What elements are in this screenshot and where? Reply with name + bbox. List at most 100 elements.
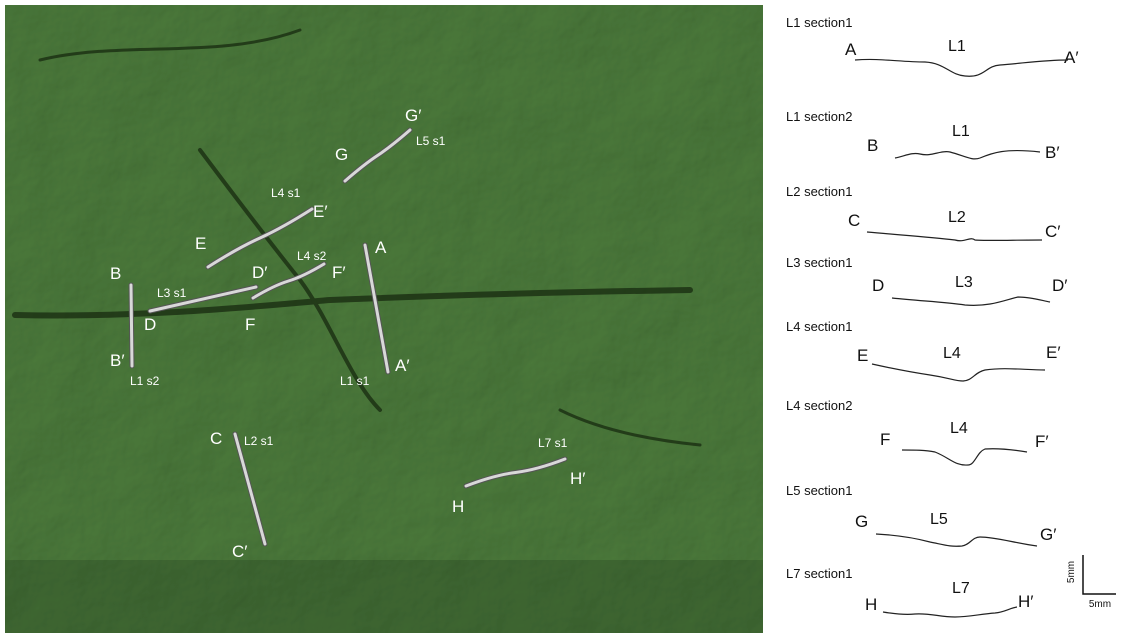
profile-title: L4 section1: [786, 319, 853, 334]
section-id-label: L1 s1: [340, 374, 370, 388]
section-start-label: F: [245, 315, 255, 334]
profile-title: L1 section2: [786, 109, 853, 124]
section-line: [206, 207, 314, 269]
profile-left-label: H: [865, 595, 877, 614]
marker-l1-s2: B B′ L1 s2: [110, 264, 160, 388]
vignette: [5, 560, 763, 633]
profile-title: L2 section1: [786, 184, 853, 199]
section-id-label: L3 s1: [157, 286, 187, 300]
section-end-label: B′: [110, 351, 125, 370]
section-end-label: D′: [252, 263, 267, 282]
section-id-label: L7 s1: [538, 436, 568, 450]
profile-title: L4 section2: [786, 398, 853, 413]
scale-bar-horizontal-label: 5mm: [1089, 599, 1111, 610]
profile-center-label: L1: [952, 123, 970, 140]
section-end-label: A′: [395, 356, 410, 375]
profile-left-label: G: [855, 512, 868, 531]
profile-left-label: A: [845, 40, 857, 59]
section-id-label: L5 s1: [416, 134, 446, 148]
marker-l3-s1: DD′L3 s1: [144, 263, 267, 334]
profile-center-label: L1: [948, 38, 966, 55]
scale-bar: 5mm 5mm: [1066, 555, 1116, 610]
groove-top: [38, 28, 302, 62]
section-line: [464, 457, 567, 488]
profile-left-label: D: [872, 276, 884, 295]
profile-curve: [882, 606, 1018, 618]
marker-l2-s1: C C′ L2 s1: [210, 429, 274, 561]
section-start-label: B: [110, 264, 121, 283]
section-id-label: L1 s2: [130, 374, 160, 388]
groove-diagonal: [198, 148, 382, 412]
profile-left-label: E: [857, 346, 868, 365]
section-line: [251, 262, 326, 300]
profile-curve: [875, 533, 1038, 547]
section-start-label: A: [375, 238, 387, 257]
profile-left-label: C: [848, 211, 860, 230]
profile-right-label: A′: [1064, 48, 1079, 67]
profile-right-label: B′: [1045, 143, 1060, 162]
section-id-label: L2 s1: [244, 434, 274, 448]
profile-right-label: H′: [1018, 592, 1033, 611]
marker-l7-s1: H H′ L7 s1: [452, 436, 585, 516]
section-end-label: F′: [332, 263, 346, 282]
section-start-label: H: [452, 497, 464, 516]
profile-curve: [894, 149, 1041, 160]
profile-right-label: F′: [1035, 432, 1049, 451]
marker-l4-s1: EE′L4 s1: [195, 186, 328, 270]
profile-title: L7 section1: [786, 566, 853, 581]
profile-center-label: L7: [952, 580, 970, 597]
profile-curve: [891, 296, 1051, 306]
profile-curve: [854, 58, 1069, 77]
groove-lower: [558, 408, 702, 447]
section-id-label: L4 s2: [297, 249, 327, 263]
profile-center-label: L4: [950, 420, 968, 437]
profile-center-label: L3: [955, 274, 973, 291]
section-end-label: H′: [570, 469, 585, 488]
scale-bar-vertical-label: 5mm: [1066, 561, 1077, 583]
profile-title: L1 section1: [786, 15, 853, 30]
profile-right-label: E′: [1046, 343, 1061, 362]
profile-curve: [866, 231, 1043, 242]
section-line: [129, 283, 134, 368]
incised-grooves: [12, 28, 702, 447]
section-start-label: C: [210, 429, 222, 448]
section-line: [343, 128, 412, 183]
marker-l5-s1: G G′ L5 s1: [335, 106, 446, 184]
groove-horizontal: [12, 287, 693, 319]
profile-center-label: L4: [943, 345, 961, 362]
rock-surface-relief: [5, 5, 763, 633]
section-line: [233, 432, 267, 546]
profile-left-label: B: [867, 136, 878, 155]
marker-l1-s1: A A′ L1 s1: [340, 238, 410, 388]
section-start-label: G: [335, 145, 348, 164]
marker-l4-s2: F F′ L4 s2: [245, 249, 346, 334]
profile-title: L5 section1: [786, 483, 853, 498]
profile-curve: [871, 363, 1046, 382]
section-start-label: E: [195, 234, 206, 253]
profile-right-label: D′: [1052, 276, 1067, 295]
profile-right-label: C′: [1045, 222, 1060, 241]
profile-right-label: G′: [1040, 525, 1056, 544]
scale-bar-lines: [1082, 555, 1116, 595]
section-end-label: G′: [405, 106, 421, 125]
profile-center-label: L2: [948, 209, 966, 226]
profile-curve: [901, 448, 1028, 466]
profile-left-label: F: [880, 430, 890, 449]
section-id-label: L4 s1: [271, 186, 301, 200]
profile-title: L3 section1: [786, 255, 853, 270]
section-line: [148, 285, 258, 313]
profile-center-label: L5: [930, 511, 948, 528]
section-end-label: C′: [232, 542, 247, 561]
